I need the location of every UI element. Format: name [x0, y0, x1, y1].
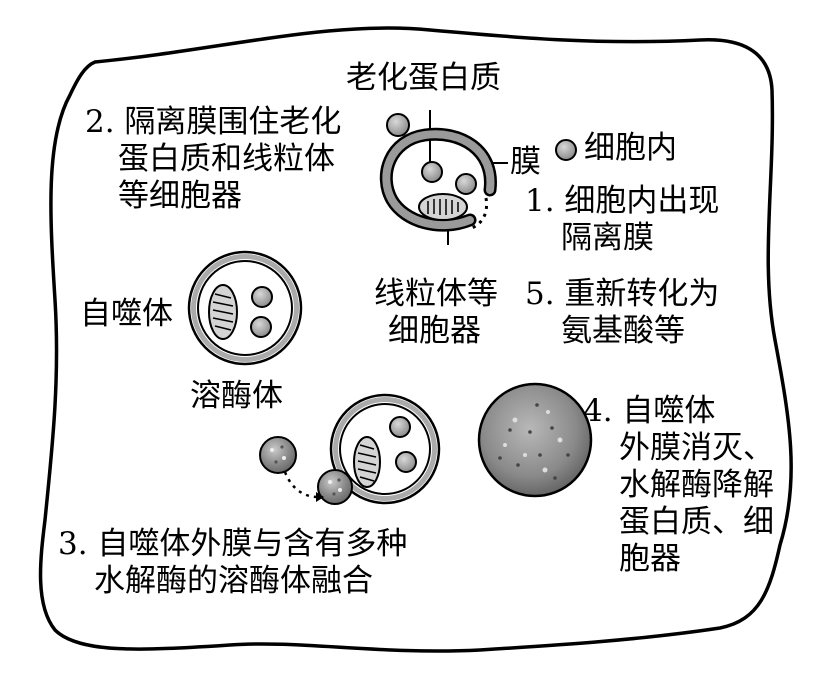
membrane-dotted-extension [471, 197, 489, 230]
label-aging-protein: 老化蛋白质 [346, 60, 501, 96]
fusion-protein-1 [389, 416, 411, 438]
label-step3-line2: 水解酶的溶酶体融合 [94, 563, 373, 599]
fusion-group [259, 393, 441, 505]
fusion-arrowhead [316, 492, 324, 502]
isolation-membrane-group [379, 110, 577, 245]
label-step3-line1: 3. 自噬体外膜与含有多种 [58, 526, 408, 562]
autophagosome [187, 250, 303, 366]
label-step2-line1: 2. 隔离膜围住老化 [85, 104, 342, 140]
label-step1-line1: 1. 细胞内出现 [525, 183, 720, 219]
autophagosome-protein-2 [250, 316, 272, 338]
mitochondrion-1 [418, 193, 468, 221]
label-mitochondria: 线粒体等 细胞器 [374, 276, 498, 350]
label-step4-line3: 水解酶降解 [619, 467, 774, 503]
lysosome-2 [317, 469, 353, 505]
label-lysosome: 溶酶体 [190, 378, 283, 414]
fusion-dotted-path [283, 471, 319, 499]
label-mitochondria-line2: 细胞器 [388, 313, 481, 349]
degradation-vesicle [477, 382, 593, 498]
mitochondrion-3 [353, 436, 381, 488]
intracellular-vesicle [555, 139, 577, 161]
label-step2-line2: 蛋白质和线粒体 [118, 141, 335, 177]
label-step4-line1: 4. 自噬体 [583, 393, 716, 429]
label-step4-line5: 胞器 [619, 541, 681, 577]
fusion-protein-2 [395, 451, 417, 473]
label-step5-line2: 氨基酸等 [561, 313, 685, 349]
label-mitochondria-line1: 线粒体等 [374, 276, 498, 312]
label-step4: 4. 自噬体 外膜消灭、 水解酶降解 蛋白质、细 胞器 [583, 393, 774, 578]
label-step4-line4: 蛋白质、细 [619, 504, 774, 540]
label-step5-line1: 5. 重新转化为 [525, 276, 720, 312]
label-step5: 5. 重新转化为 氨基酸等 [525, 276, 719, 350]
label-step2-line3: 等细胞器 [118, 178, 242, 214]
mitochondrion-2 [208, 284, 238, 340]
autophagosome-protein-1 [251, 286, 273, 308]
label-intracellular: 细胞内 [584, 130, 677, 166]
label-membrane: 膜 [510, 144, 541, 180]
label-step1: 1. 细胞内出现 隔离膜 [525, 183, 719, 257]
aging-protein-inner-1 [421, 161, 443, 183]
label-step3: 3. 自噬体外膜与含有多种 水解酶的溶酶体融合 [58, 526, 407, 600]
label-step1-line2: 隔离膜 [561, 220, 654, 256]
label-step4-line2: 外膜消灭、 [619, 430, 774, 466]
lysosome-1 [259, 436, 297, 474]
label-step2: 2. 隔离膜围住老化 蛋白质和线粒体 等细胞器 [85, 104, 341, 215]
label-autophagosome: 自噬体 [80, 296, 173, 332]
aging-protein-inner-2 [455, 173, 477, 195]
aging-protein-free [386, 113, 410, 137]
cell-outline [38, 26, 793, 653]
